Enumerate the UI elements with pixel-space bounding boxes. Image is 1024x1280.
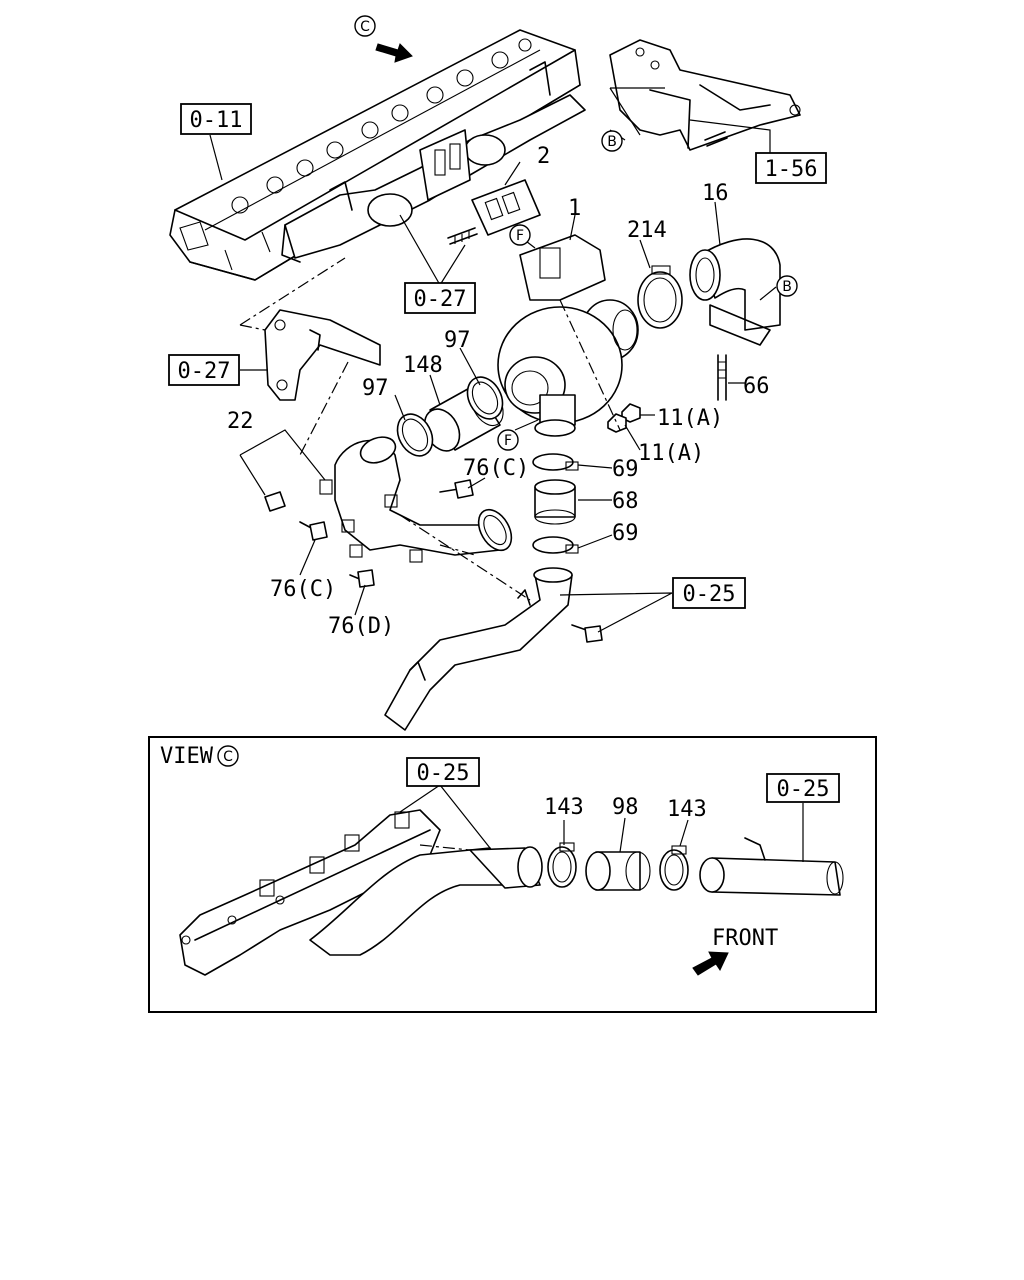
- part-label-22: 22: [227, 409, 254, 434]
- svg-text:0-25: 0-25: [683, 582, 736, 607]
- marker-f-bottom: F: [497, 429, 519, 451]
- part-label-214: 214: [627, 218, 667, 243]
- svg-text:FRONT: FRONT: [712, 926, 778, 951]
- bracket-1-56: [609, 39, 801, 151]
- svg-text:VIEW: VIEW: [160, 744, 214, 769]
- part-label-11a-upper: 11(A): [657, 406, 723, 431]
- turbo-gasket: [471, 179, 541, 236]
- part-label-16: 16: [702, 181, 729, 206]
- svg-text:0-11: 0-11: [190, 108, 243, 133]
- part-label-2: 2: [537, 144, 550, 169]
- ref-box-0-27-center: 0-27: [404, 282, 476, 314]
- stud-bolt: [447, 227, 478, 245]
- part-label-143-right: 143: [667, 797, 707, 822]
- direction-arrow-top: [375, 43, 413, 63]
- bolt-76c-top: [439, 479, 474, 499]
- ref-box-0-25-inset-left: 0-25: [406, 757, 480, 787]
- part-label-68: 68: [612, 489, 639, 514]
- part-label-69-upper: 69: [612, 457, 639, 482]
- inset-pipe-0-25-left: [469, 846, 543, 889]
- ref-box-0-27-left: 0-27: [168, 354, 240, 386]
- clamp-69-upper: [532, 453, 579, 471]
- part-label-97-upper: 97: [444, 328, 471, 353]
- ref-box-1-56: 1-56: [755, 152, 827, 184]
- part-label-66: 66: [743, 374, 770, 399]
- marker-f-top: F: [509, 224, 531, 246]
- intake-pipe-22: [319, 436, 513, 563]
- marker-b-left: B: [601, 130, 623, 152]
- inset-leader-lines: [399, 784, 804, 862]
- clamp-97-right: [466, 376, 504, 420]
- hose-68: [534, 479, 576, 525]
- exhaust-pipe-0-25: [384, 567, 573, 731]
- part-label-97-lower: 97: [362, 376, 389, 401]
- svg-text:C: C: [223, 749, 233, 765]
- part-label-76d: 76(D): [328, 614, 394, 639]
- svg-text:F: F: [516, 228, 524, 244]
- stud-66: [717, 354, 727, 401]
- part-label-76c-upper: 76(C): [463, 456, 529, 481]
- front-label: FRONT: [712, 926, 778, 951]
- svg-text:B: B: [607, 134, 617, 150]
- bolt-76d: [349, 569, 375, 588]
- inset-clamp-143-left: [547, 842, 577, 888]
- clamp-97-left: [396, 413, 434, 457]
- exhaust-manifold: [281, 61, 586, 263]
- ref-box-0-25-inset-right: 0-25: [766, 773, 840, 803]
- svg-text:0-27: 0-27: [178, 359, 231, 384]
- part-label-98: 98: [612, 795, 639, 820]
- part-label-76c-lower: 76(C): [270, 577, 336, 602]
- exhaust-pipe-bolt: [571, 624, 603, 643]
- leader-lines-top: [209, 87, 777, 633]
- bracket-0-27: [264, 309, 381, 401]
- svg-text:0-25: 0-25: [417, 761, 470, 786]
- ref-box-0-25-top: 0-25: [672, 577, 746, 609]
- v-band-clamp: [637, 265, 683, 329]
- inset-exhaust-manifold: [179, 809, 511, 976]
- bolt-left: [264, 491, 286, 512]
- front-direction-arrow: [692, 951, 729, 976]
- turbocharger: [497, 234, 639, 437]
- svg-text:B: B: [782, 279, 792, 295]
- svg-text:0-27: 0-27: [414, 287, 467, 312]
- inset-hose-98: [585, 851, 651, 891]
- nut-lower: [607, 413, 627, 433]
- bolt-76c-left: [299, 521, 328, 541]
- svg-text:0-25: 0-25: [777, 777, 830, 802]
- svg-text:1-56: 1-56: [765, 157, 818, 182]
- cylinder-head: [169, 29, 581, 281]
- part-label-11a-lower: 11(A): [638, 441, 704, 466]
- part-label-1: 1: [568, 196, 581, 221]
- marker-view-c: C: [354, 15, 376, 37]
- ref-box-0-11: 0-11: [180, 103, 252, 135]
- exhaust-elbow-pipe: [689, 238, 781, 346]
- svg-text:F: F: [504, 433, 512, 449]
- inset-pipe-0-25-right: [699, 837, 844, 896]
- inset-clamp-143-right: [659, 845, 689, 891]
- marker-b-right: B: [776, 275, 798, 297]
- view-c-title: VIEW C: [160, 744, 239, 769]
- clamp-69-lower: [532, 536, 579, 554]
- svg-text:C: C: [360, 19, 370, 35]
- part-label-143-left: 143: [544, 795, 584, 820]
- part-label-148: 148: [403, 353, 443, 378]
- part-label-69-lower: 69: [612, 521, 639, 546]
